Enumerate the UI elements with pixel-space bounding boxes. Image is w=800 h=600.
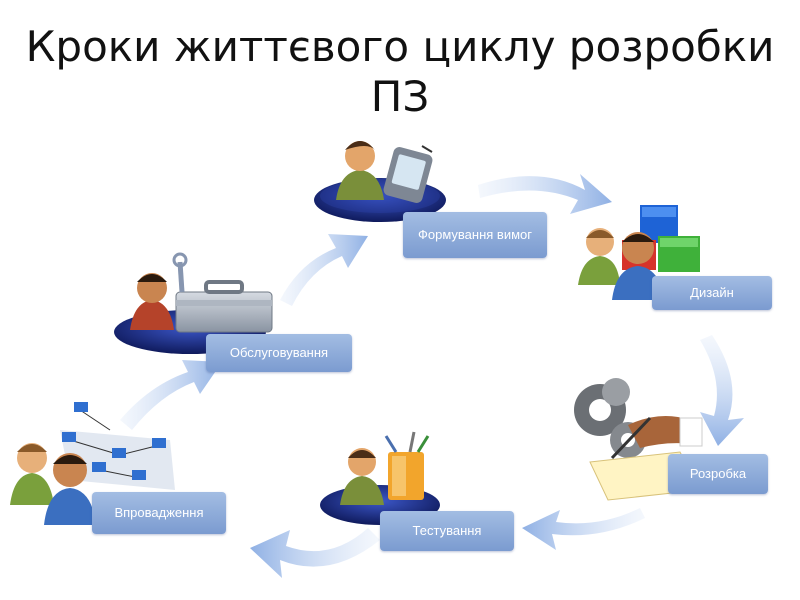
network-icon [60,402,175,490]
design-illustration [578,205,700,300]
toolbox-icon [172,252,273,333]
stage-label-requirements: Формування вимог [403,212,547,258]
arrow-maintenance-to-requirements [280,234,368,306]
stage-label-design: Дизайн [652,276,772,310]
people-icon [578,228,664,300]
page-title: Кроки життєвого циклу розробки ПЗ [25,22,775,121]
arrow-development-to-testing [522,508,645,550]
hand-pen-icon [610,416,703,460]
arrow-requirements-to-design [478,174,612,214]
stage-label-development: Розробка [668,454,768,494]
person-icon [340,448,384,505]
deployment-illustration [10,402,175,525]
tool-cup-icon [384,431,430,500]
stage-label-deployment: Впровадження [92,492,226,534]
person-icon [130,273,174,330]
stage-label-testing: Тестування [380,511,514,551]
pda-icon [383,145,433,203]
arrow-testing-to-deployment [250,528,380,578]
arrow-deployment-to-maintenance [120,360,222,430]
gear-icon [574,378,646,458]
stage-label-maintenance: Обслуговування [206,334,352,372]
person-icon [336,141,384,200]
arrow-design-to-development [700,335,744,446]
people-icon [10,443,96,525]
requirements-illustration [314,141,446,222]
